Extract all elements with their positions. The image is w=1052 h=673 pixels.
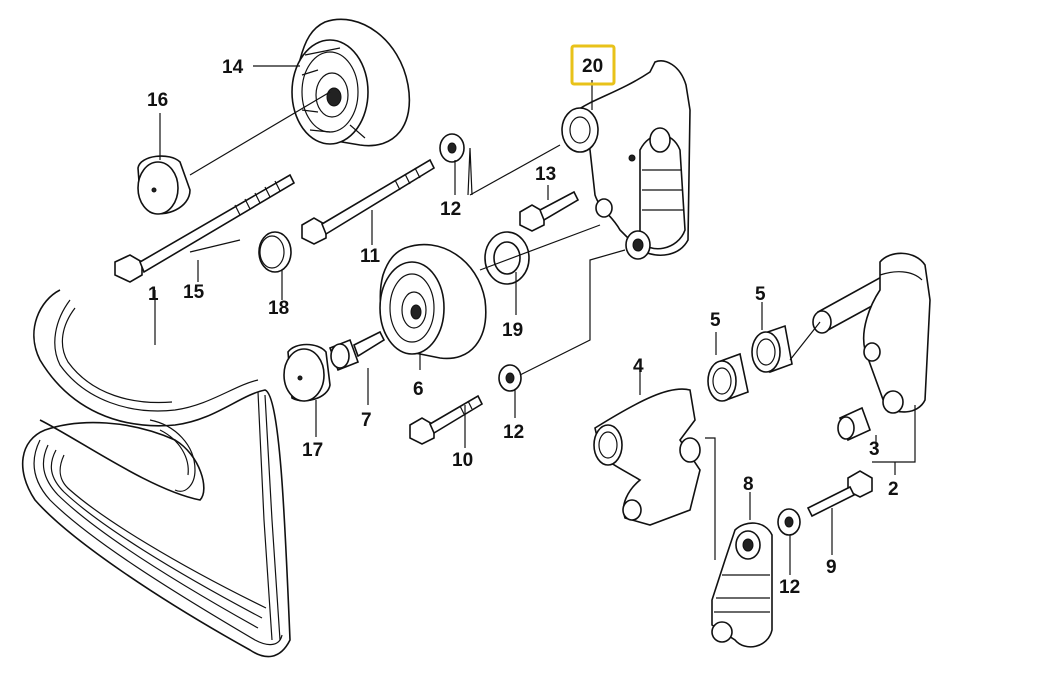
- bush: [837, 406, 872, 442]
- label-part-9[interactable]: 9: [826, 557, 837, 578]
- label-part-1[interactable]: 1: [148, 284, 159, 305]
- label-part-17[interactable]: 17: [302, 440, 323, 461]
- label-part-10[interactable]: 10: [452, 450, 473, 471]
- bolt-11: [301, 158, 436, 245]
- label-part-4[interactable]: 4: [633, 356, 644, 377]
- label-part-8[interactable]: 8: [743, 474, 754, 495]
- label-part-12-lower[interactable]: 12: [779, 577, 800, 598]
- label-part-3[interactable]: 3: [869, 439, 880, 460]
- pulley-cap: [137, 155, 191, 215]
- label-part-14[interactable]: 14: [222, 57, 244, 78]
- washer-top: [439, 133, 465, 163]
- label-part-15[interactable]: 15: [183, 282, 205, 303]
- washer-large: [484, 231, 530, 285]
- washer-middle: [498, 364, 522, 392]
- belt-tensioner-assembly: [561, 60, 691, 260]
- label-part-12-top[interactable]: 12: [440, 199, 461, 220]
- label-part-13[interactable]: 13: [535, 164, 556, 185]
- label-part-20[interactable]: 20: [582, 56, 603, 77]
- needle-bearing-left: [707, 352, 749, 402]
- damper: [711, 522, 773, 648]
- tensioner-arm: [593, 388, 701, 526]
- long-bolt: [114, 173, 296, 283]
- label-part-12-middle[interactable]: 12: [503, 422, 524, 443]
- disc-cap: [258, 231, 292, 273]
- mounting-bracket: [812, 252, 931, 414]
- leader-lines: [154, 65, 916, 575]
- socket-bolt: [328, 330, 386, 372]
- idler-pulley-large: [291, 18, 411, 147]
- idler-pulley-middle: [379, 243, 487, 360]
- pulley-cap-lower: [283, 343, 331, 402]
- label-part-16[interactable]: 16: [147, 90, 168, 111]
- drive-belt: [21, 289, 291, 658]
- label-part-5-right[interactable]: 5: [755, 284, 766, 305]
- label-part-2[interactable]: 2: [888, 479, 899, 500]
- bolt-9: [806, 470, 873, 518]
- bolt-13: [519, 190, 580, 232]
- needle-bearing-right: [751, 324, 793, 374]
- washer-lower: [777, 508, 801, 536]
- label-part-19[interactable]: 19: [502, 320, 523, 341]
- bolt-10: [409, 394, 484, 445]
- label-part-5-left[interactable]: 5: [710, 310, 721, 331]
- highlight-box-part-20: [570, 44, 616, 86]
- label-part-11[interactable]: 11: [360, 246, 381, 267]
- label-part-6[interactable]: 6: [413, 379, 424, 400]
- label-part-18[interactable]: 18: [268, 298, 289, 319]
- label-part-7[interactable]: 7: [361, 410, 372, 431]
